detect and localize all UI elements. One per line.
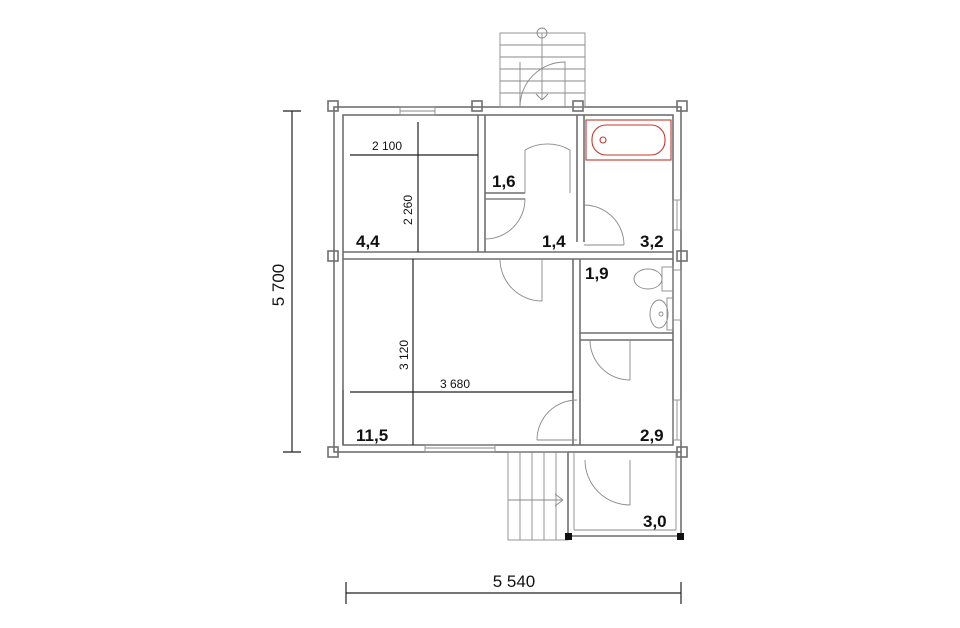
toilet-icon bbox=[633, 266, 674, 292]
room-area-3-2: 3,2 bbox=[640, 232, 664, 251]
room-area-1-4: 1,4 bbox=[542, 232, 566, 251]
bathtub-icon bbox=[585, 119, 672, 161]
interior-dimensions bbox=[350, 122, 573, 445]
interior-walls bbox=[342, 115, 673, 445]
door-swing-icon bbox=[484, 61, 631, 506]
room-area-2-9: 2,9 bbox=[640, 426, 664, 445]
dim-small-room-width: 2 100 bbox=[372, 139, 402, 153]
overall-dimensions bbox=[283, 110, 682, 604]
porch bbox=[565, 452, 684, 540]
room-area-3-0: 3,0 bbox=[643, 512, 667, 531]
washbasin-icon bbox=[649, 297, 674, 331]
room-area-11-5: 11,5 bbox=[356, 426, 388, 445]
room-area-1-9: 1,9 bbox=[585, 264, 609, 283]
room-area-4-4: 4,4 bbox=[356, 232, 380, 251]
windows bbox=[399, 106, 682, 453]
dim-small-room-height: 2 260 bbox=[401, 195, 415, 225]
room-area-1-6: 1,6 bbox=[492, 172, 516, 191]
stair-icon bbox=[499, 27, 586, 541]
dim-living-height: 3 120 bbox=[397, 340, 411, 370]
dim-living-width: 3 680 bbox=[440, 377, 470, 391]
dim-overall-width: 5 540 bbox=[493, 572, 536, 591]
dim-overall-height: 5 700 bbox=[269, 264, 288, 307]
